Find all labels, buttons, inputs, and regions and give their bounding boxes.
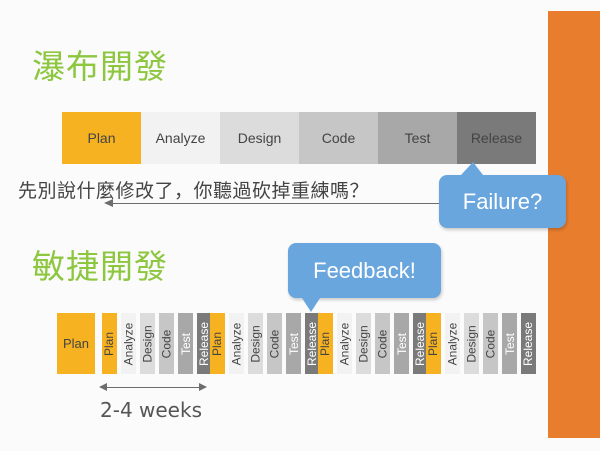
iteration-4-test: Test xyxy=(502,313,517,374)
iteration-stage-label: Code xyxy=(483,329,498,358)
waterfall-stage-plan: Plan xyxy=(62,112,141,164)
iteration-2-design: Design xyxy=(248,313,263,374)
iteration-span-line xyxy=(106,387,200,388)
agile-plan-box: Plan xyxy=(57,313,95,374)
iteration-4-design: Design xyxy=(464,313,479,374)
iteration-stage-label: Analyze xyxy=(445,322,460,365)
arrow-right-icon xyxy=(199,383,207,391)
iteration-stage-label: Test xyxy=(502,332,517,355)
feedback-arrow-line xyxy=(112,203,447,204)
iteration-stage-label: Code xyxy=(267,329,282,358)
waterfall-stage-release: Release xyxy=(457,112,536,164)
iteration-stage-label: Plan xyxy=(102,331,117,356)
arrow-left-icon xyxy=(99,383,107,391)
waterfall-stage-analyze: Analyze xyxy=(141,112,220,164)
iteration-1-plan: Plan xyxy=(102,313,117,374)
iteration-2-code: Code xyxy=(267,313,282,374)
agile-title: 敏捷開發 xyxy=(32,247,168,286)
iteration-stage-label: Design xyxy=(464,324,479,363)
iteration-2-plan: Plan xyxy=(210,313,225,374)
iteration-1-test: Test xyxy=(178,313,193,374)
iteration-stage-label: Code xyxy=(375,329,390,358)
iteration-3-analyze: Analyze xyxy=(337,313,352,374)
iteration-stage-label: Plan xyxy=(210,331,225,356)
iteration-3-design: Design xyxy=(356,313,371,374)
iteration-2-release: Release xyxy=(305,313,320,374)
iteration-stage-label: Release xyxy=(305,321,320,366)
iteration-stage-label: Design xyxy=(356,324,371,363)
iteration-stage-label: Design xyxy=(140,324,155,363)
iteration-3-plan: Plan xyxy=(318,313,333,374)
iteration-stage-label: Design xyxy=(248,324,263,363)
arrow-left-icon xyxy=(104,199,113,207)
iteration-4-plan: Plan xyxy=(426,313,441,374)
iteration-stage-label: Analyze xyxy=(121,322,136,365)
iteration-stage-label: Analyze xyxy=(229,322,244,365)
waterfall-stage-code: Code xyxy=(299,112,378,164)
waterfall-stage-test: Test xyxy=(378,112,457,164)
iteration-stage-label: Release xyxy=(413,321,428,366)
iteration-4-release: Release xyxy=(521,313,536,374)
iteration-stage-label: Plan xyxy=(426,331,441,356)
failure-callout: Failure? xyxy=(439,162,566,228)
waterfall-title: 瀑布開發 xyxy=(32,47,168,86)
iteration-stage-label: Test xyxy=(394,332,409,355)
iteration-stage-label: Code xyxy=(159,329,174,358)
iteration-1-release: Release xyxy=(197,313,212,374)
iteration-2-test: Test xyxy=(286,313,301,374)
iteration-stage-label: Analyze xyxy=(337,322,352,365)
iteration-1-design: Design xyxy=(140,313,155,374)
waterfall-question-text: 先別說什麼修改了，你聽過砍掉重練嗎？ xyxy=(18,180,370,202)
iteration-1-code: Code xyxy=(159,313,174,374)
iteration-4-analyze: Analyze xyxy=(445,313,460,374)
iteration-1-analyze: Analyze xyxy=(121,313,136,374)
feedback-callout: Feedback! xyxy=(288,243,441,312)
iteration-stage-label: Release xyxy=(521,321,536,366)
iteration-2-analyze: Analyze xyxy=(229,313,244,374)
waterfall-stage-design: Design xyxy=(220,112,299,164)
iteration-stage-label: Plan xyxy=(318,331,333,356)
iteration-3-test: Test xyxy=(394,313,409,374)
iteration-stage-label: Test xyxy=(286,332,301,355)
iteration-stage-label: Test xyxy=(178,332,193,355)
iteration-4-code: Code xyxy=(483,313,498,374)
iteration-3-code: Code xyxy=(375,313,390,374)
iteration-stage-label: Release xyxy=(197,321,212,366)
iteration-3-release: Release xyxy=(413,313,428,374)
iteration-duration-label: 2-4 weeks xyxy=(100,398,202,422)
